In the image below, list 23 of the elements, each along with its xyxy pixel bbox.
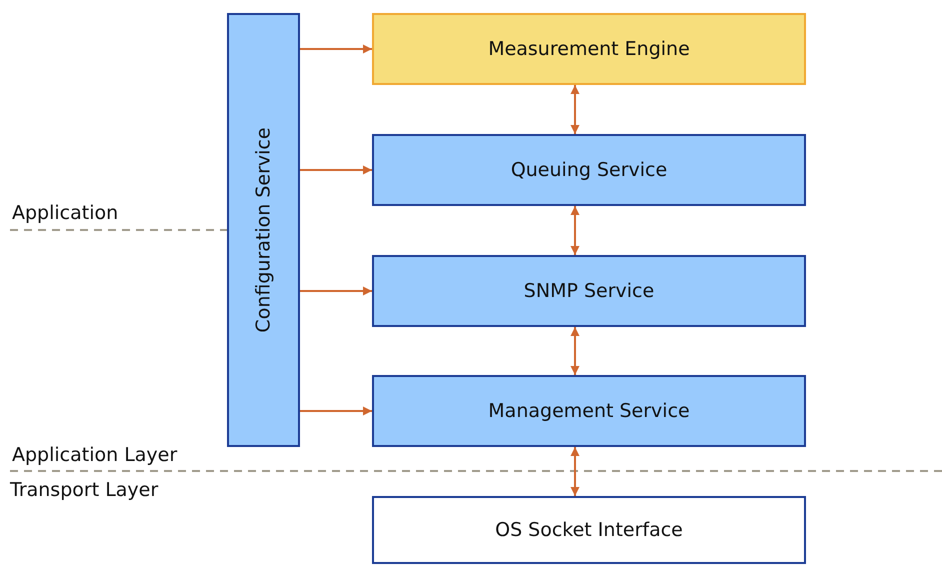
arrow: [570, 85, 580, 134]
arrow: [300, 286, 372, 296]
layer-label: Application: [12, 202, 118, 224]
layer-label: Application Layer: [12, 444, 178, 466]
process-box: [372, 134, 806, 206]
node-label: Configuration Service: [252, 127, 274, 333]
node-label: Queuing Service: [510, 159, 668, 181]
arrow: [300, 406, 372, 416]
arrow: [570, 327, 580, 375]
node-label: OS Socket Interface: [495, 519, 683, 541]
process-box: [372, 375, 806, 447]
node-label: Management Service: [488, 400, 690, 422]
arrow: [570, 206, 580, 255]
arrow: [300, 44, 372, 54]
arrow: [300, 166, 372, 174]
process-box: [372, 255, 806, 327]
vertical-service-box: [227, 13, 300, 447]
arrow: [570, 447, 580, 496]
node-label: SNMP Service: [524, 280, 654, 302]
layer-label: Transport Layer: [10, 479, 158, 501]
process-box: [372, 496, 806, 564]
process-box: [372, 13, 806, 85]
node-label: Measurement Engine: [488, 38, 690, 60]
